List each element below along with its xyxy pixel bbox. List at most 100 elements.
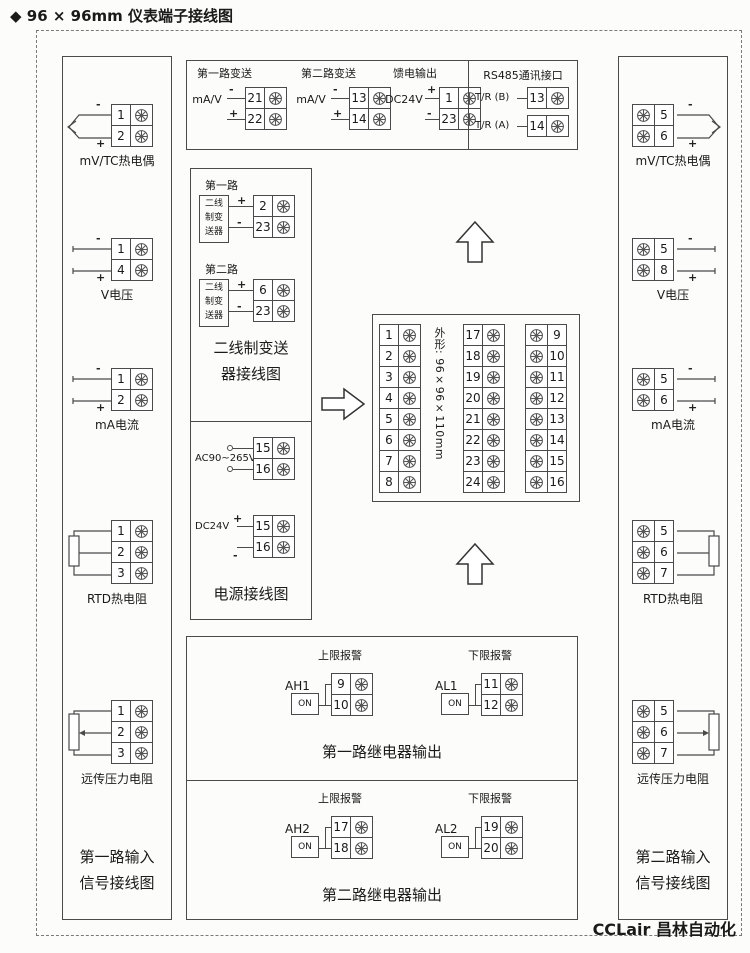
screw-terminal: [398, 450, 421, 472]
screw-icon: [277, 540, 290, 554]
screw-terminal: [264, 87, 287, 109]
screw-icon: [135, 263, 148, 277]
polarity-top: -: [229, 83, 234, 96]
wire: [319, 705, 331, 706]
screw-terminal: [130, 700, 153, 722]
screw-terminal: [130, 389, 153, 411]
screw-terminal: [632, 742, 655, 764]
screw-terminal: [546, 87, 569, 109]
terminal-number: 5: [654, 368, 674, 390]
terminal-number: 1: [111, 520, 131, 542]
feed-output-label: 馈电输出: [393, 67, 437, 80]
transmit1-signal: mA/V: [192, 93, 222, 106]
screw-icon: [403, 391, 416, 405]
screw-icon: [135, 566, 148, 580]
screw-terminal: [632, 520, 655, 542]
screw-terminal: [130, 721, 153, 743]
terminal-block: 13: [527, 87, 569, 109]
terminal-row: 16: [253, 458, 295, 480]
terminal-row: 12: [481, 694, 523, 716]
screw-terminal: [482, 408, 505, 430]
screw-icon: [487, 433, 500, 447]
terminal-number: 22: [245, 108, 265, 130]
terminal-row: 24: [463, 471, 505, 493]
input1-panel-label-line2: 信号接线图: [79, 874, 155, 892]
screw-terminal: [632, 562, 655, 584]
polarity-top: +: [237, 278, 247, 291]
terminal-number: 16: [253, 458, 273, 480]
transmitter-panel-title-line2: 器接线图: [220, 365, 281, 383]
terminal-row: 6: [632, 541, 674, 563]
plug-pin-icon: [227, 445, 233, 451]
terminal-number: 20: [463, 387, 483, 409]
terminal-row: 2: [111, 541, 153, 563]
terminal-number: 1: [439, 87, 459, 109]
screw-terminal: [398, 408, 421, 430]
terminal-number: 5: [654, 238, 674, 260]
terminal-number: 4: [379, 387, 399, 409]
transmit1-label: 第一路变送: [197, 67, 252, 80]
terminal-row: 5: [632, 520, 674, 542]
terminal-number: 4: [111, 259, 131, 281]
terminal-number: 6: [654, 721, 674, 743]
screw-terminal: [350, 837, 373, 859]
terminal-row: 7: [379, 450, 421, 472]
current-wires-icon: [677, 376, 716, 404]
thermocouple-icon: [67, 114, 111, 139]
terminal-row: 10: [525, 345, 567, 367]
screw-terminal: [130, 520, 153, 542]
wire: [469, 848, 481, 849]
screw-icon: [373, 91, 386, 105]
terminal-number: 23: [463, 450, 483, 472]
polarity-negative: -: [96, 362, 101, 375]
screw-terminal: [398, 387, 421, 409]
terminal-number: 8: [379, 471, 399, 493]
screw-icon: [551, 119, 564, 133]
screw-terminal: [482, 324, 505, 346]
sensor-label: mA电流: [651, 418, 695, 432]
screw-terminal: [525, 345, 548, 367]
polarity-bottom: -: [237, 300, 242, 313]
wire: [325, 827, 326, 849]
polarity-bottom: +: [229, 107, 239, 120]
terminal-row: 22: [245, 108, 287, 130]
section-divider: [191, 421, 311, 422]
polarity-negative: -: [688, 362, 693, 375]
screw-terminal: [525, 324, 548, 346]
terminal-number: 20: [481, 837, 501, 859]
terminal-number: 3: [111, 742, 131, 764]
terminal-number: 16: [547, 471, 567, 493]
wire: [475, 684, 481, 685]
polarity-positive: +: [688, 401, 698, 414]
screw-terminal: [632, 104, 655, 126]
terminal-number: 19: [481, 816, 501, 838]
relay1-title: 第一路继电器输出: [321, 743, 442, 761]
terminal-number: 7: [654, 562, 674, 584]
relay-tag: AL1: [435, 679, 458, 693]
terminal-row: 19: [463, 366, 505, 388]
screw-terminal: [130, 104, 153, 126]
terminal-row: 3: [379, 366, 421, 388]
terminal-number: 2: [111, 541, 131, 563]
screw-icon: [277, 519, 290, 533]
screw-terminal: [458, 108, 481, 130]
screw-terminal: [130, 368, 153, 390]
wire: [233, 469, 253, 470]
screw-terminal: [130, 125, 153, 147]
screw-terminal: [398, 366, 421, 388]
terminal-row: 15: [253, 515, 295, 537]
terminal-number: 18: [463, 345, 483, 367]
terminal-number: 17: [463, 324, 483, 346]
